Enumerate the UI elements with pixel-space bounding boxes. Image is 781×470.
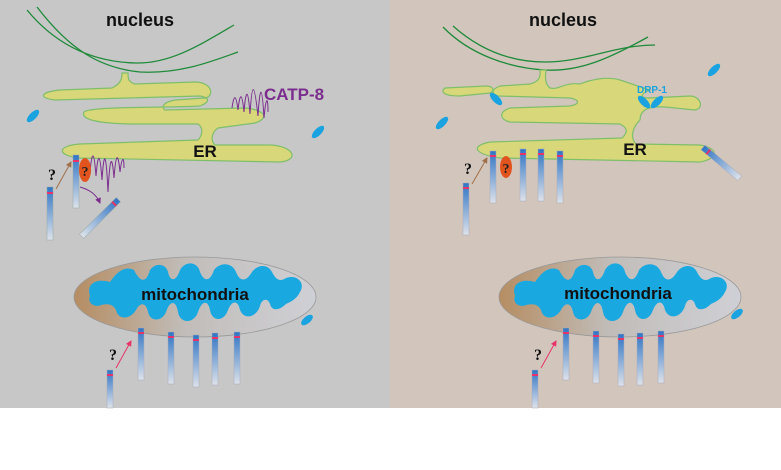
catp8-protein-lower <box>89 155 125 193</box>
ta-proteins-mito <box>137 327 241 388</box>
chaperone <box>500 156 512 178</box>
right-panel-background <box>390 0 781 408</box>
insertion-arrow-mito <box>540 340 557 369</box>
blue-particle <box>26 109 40 123</box>
blue-particle <box>311 125 325 139</box>
drp1-label: DRP-1 <box>637 85 667 96</box>
ta-marker <box>73 160 79 162</box>
left-panel: nucleus ER CATP-8 ? ? mitochondria <box>0 0 390 409</box>
blue-particle <box>707 63 721 77</box>
mitochondria-cristae <box>514 263 727 321</box>
question-mark: ? <box>464 161 472 178</box>
drp1-protein <box>489 92 503 106</box>
catp8-label: CATP-8 <box>264 85 324 104</box>
ta-proteins-er <box>489 148 564 204</box>
mitochondria-label: mitochondria <box>564 284 672 303</box>
ta-marker <box>532 374 538 376</box>
insertion-arrow-er <box>55 161 72 190</box>
er-membrane <box>442 69 715 163</box>
ta-proteins-mito <box>562 327 665 387</box>
blue-particle <box>435 116 449 130</box>
extraction-arrow <box>79 186 101 204</box>
er-label: ER <box>623 140 647 159</box>
ta-marker <box>463 187 469 189</box>
nuclear-envelope <box>26 6 239 73</box>
er-membrane <box>43 72 293 163</box>
ta-protein-er-extracted <box>700 144 742 181</box>
ta-protein-cytosolic <box>106 369 114 409</box>
insertion-arrow-er <box>471 157 488 185</box>
catp8-protein-upper <box>231 89 269 119</box>
right-panel: nucleus ER DRP-1 ? ? mitochondria <box>390 0 781 409</box>
question-mark: ? <box>109 347 117 364</box>
ta-protein-cytosolic <box>531 369 539 409</box>
ta-marker <box>47 192 53 194</box>
ta-marker <box>107 374 113 376</box>
mitochondria-label: mitochondria <box>141 285 249 304</box>
mitochondria-cristae <box>89 263 302 321</box>
nucleus-label: nucleus <box>106 10 174 30</box>
blue-particle <box>731 308 743 320</box>
blue-particle <box>301 314 313 326</box>
er-label: ER <box>193 142 217 161</box>
ta-protein-extracted <box>79 197 121 239</box>
chaperone-question: ? <box>503 162 510 177</box>
question-mark: ? <box>48 167 56 184</box>
question-mark: ? <box>534 347 542 364</box>
nucleus-label: nucleus <box>529 10 597 30</box>
chaperone-question: ? <box>82 165 89 180</box>
drp1-protein <box>637 95 651 109</box>
ta-protein-cytosolic <box>46 186 54 241</box>
ta-protein-er-inserted <box>72 154 80 209</box>
ta-protein-cytosolic <box>462 182 470 236</box>
chaperone <box>79 158 91 182</box>
drp1-protein <box>650 95 664 109</box>
insertion-arrow-mito <box>115 340 132 369</box>
